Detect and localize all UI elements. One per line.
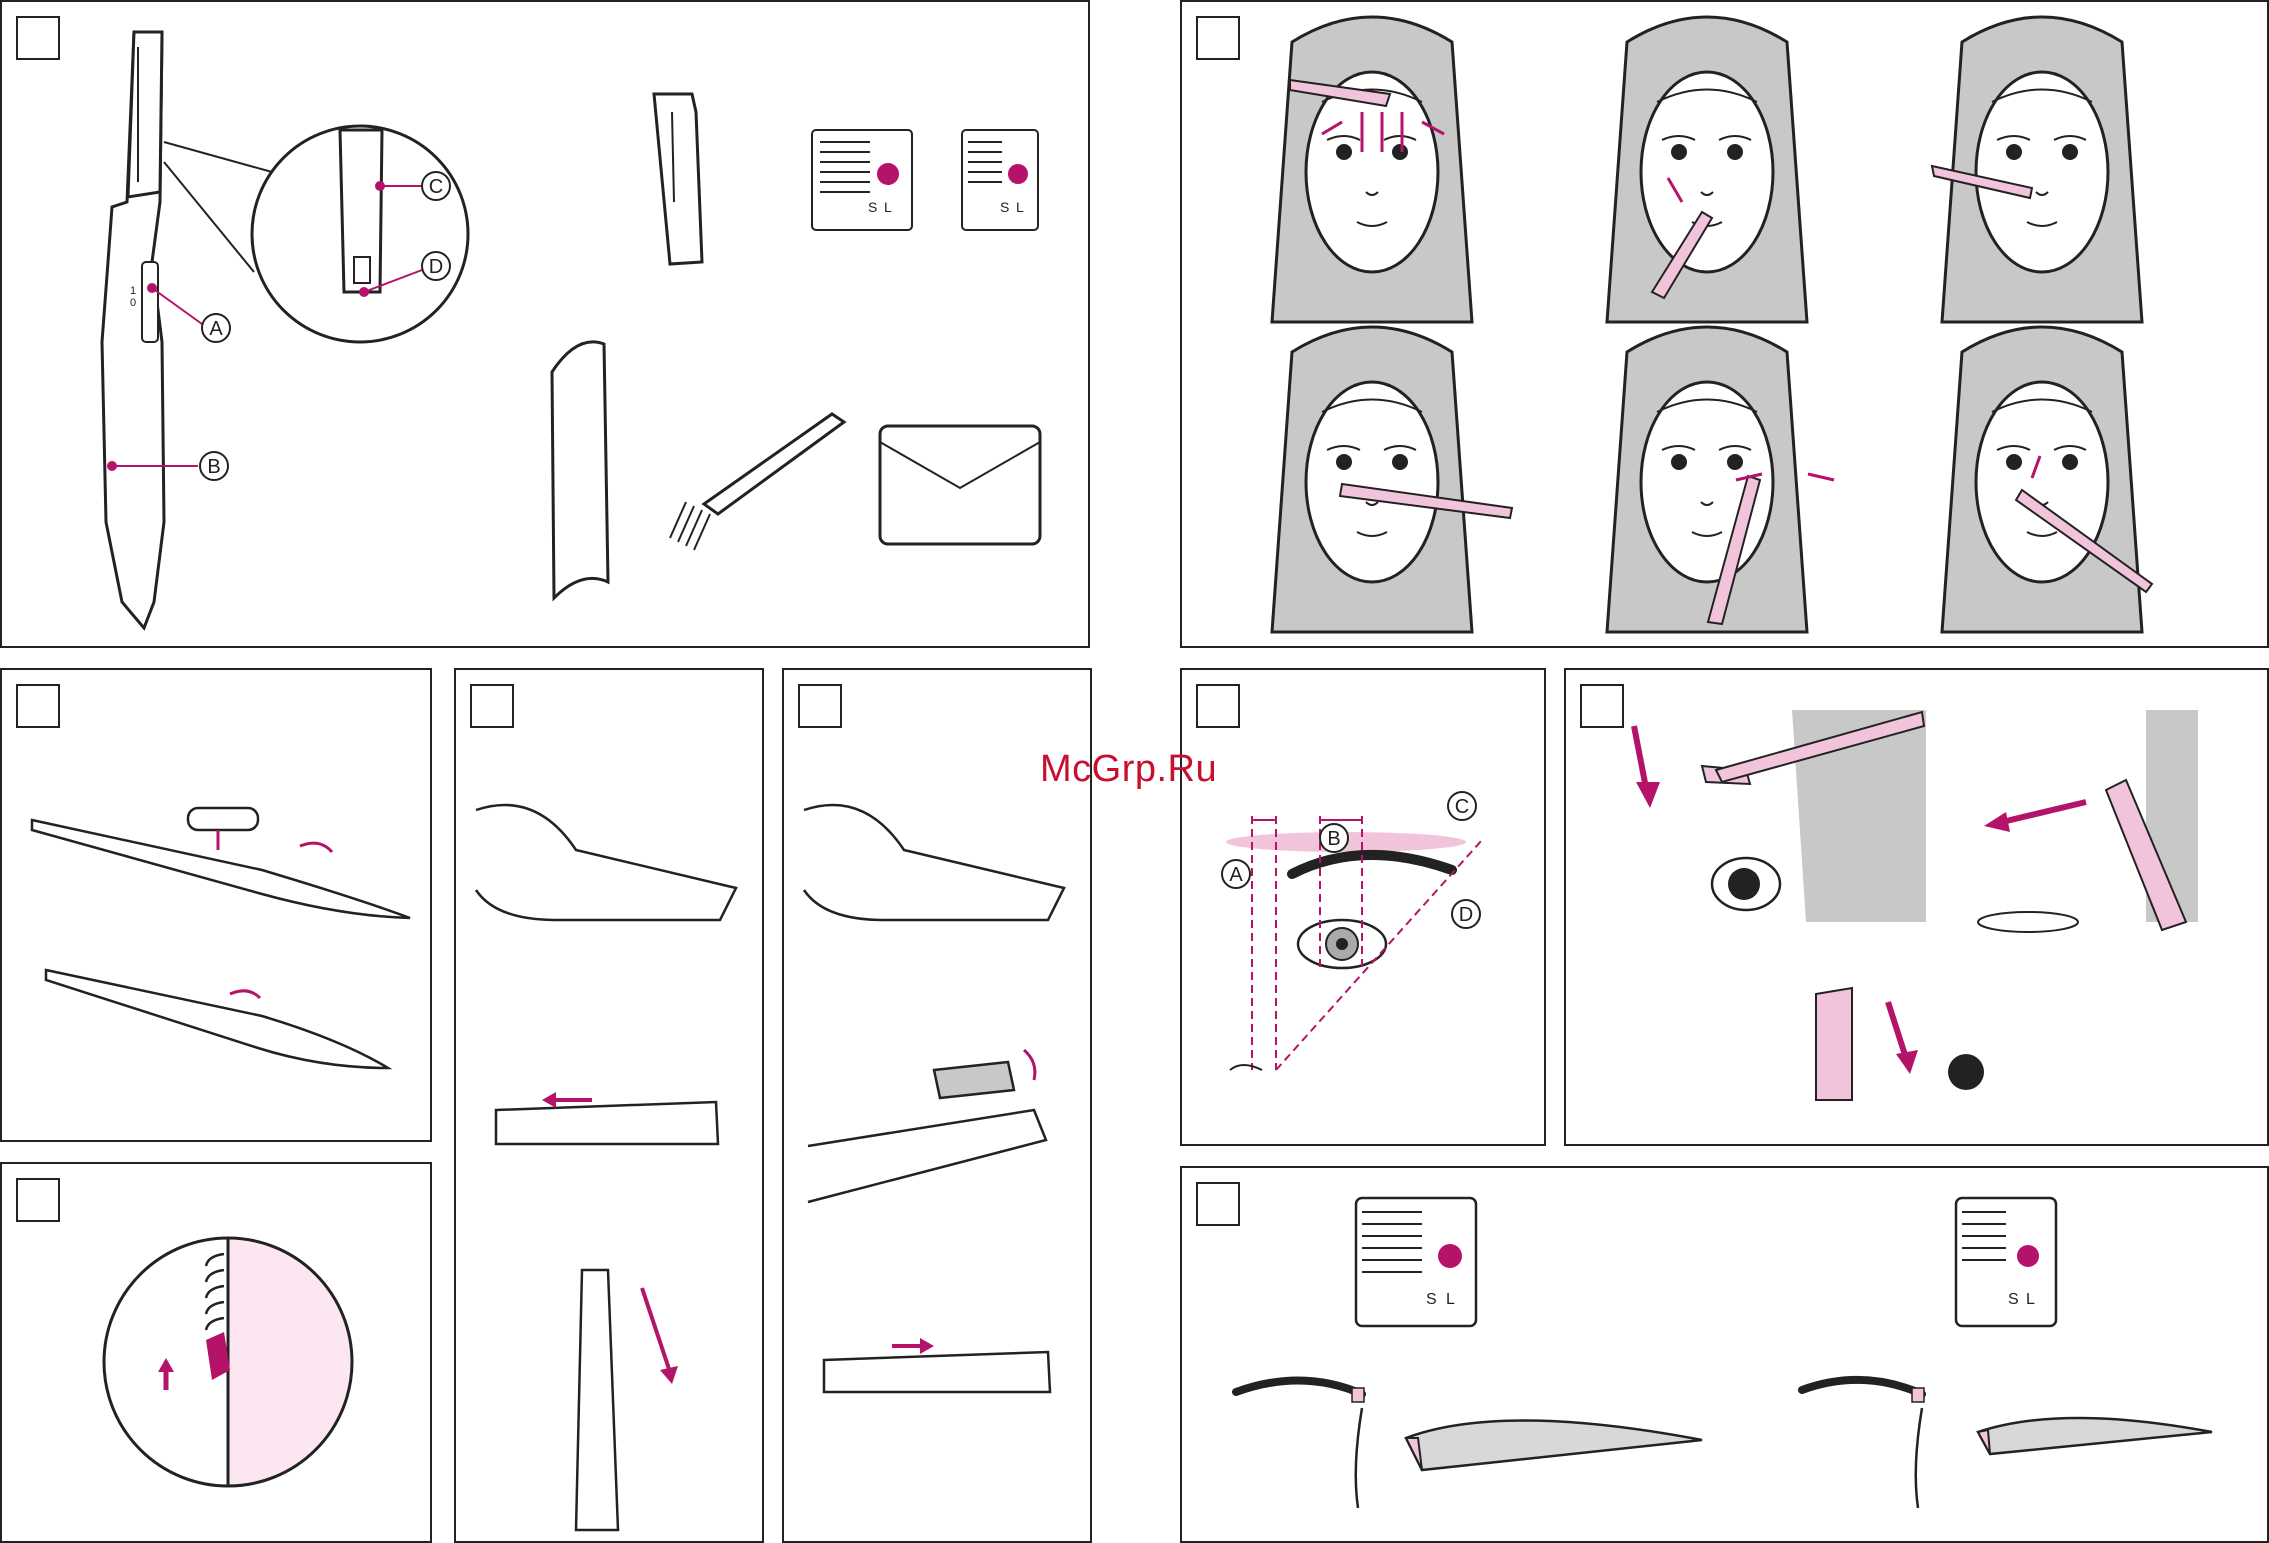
panel-brow-trim — [1564, 668, 2269, 1146]
panel-comb-attachment: S L S L — [1180, 1166, 2269, 1543]
watermark-text: McGrp.Ru — [1040, 748, 1217, 791]
brow-trim-illustration — [1566, 670, 2269, 1146]
card2-mark-l: L — [1016, 199, 1024, 215]
comb-attachment-illustration: S L S L — [1182, 1168, 2269, 1543]
comb-card2-mark-l: L — [2026, 1291, 2035, 1308]
switch-on-mark: 1 — [130, 285, 136, 297]
panel-parts: 1 0 A B C D S L — [0, 0, 1090, 648]
head-attach-illustration — [784, 670, 1092, 1543]
skin-contact-illustration — [2, 1164, 432, 1543]
brow-guide-illustration: A B C D — [1182, 670, 1546, 1146]
face-areas-illustration — [1182, 2, 2269, 648]
comb-card2-mark-s: S — [2008, 1291, 2019, 1308]
panel-face-areas — [1180, 0, 2269, 648]
callout-c: C — [429, 176, 443, 198]
callout-b: B — [207, 456, 220, 478]
brow-callout-c: C — [1455, 796, 1469, 818]
card2-mark-s: S — [1000, 199, 1009, 215]
parts-illustration: 1 0 A B C D S L — [2, 2, 1090, 648]
brow-callout-a: A — [1229, 864, 1243, 886]
head-removal-illustration — [456, 670, 764, 1543]
battery-illustration — [2, 670, 432, 1142]
panel-head-removal — [454, 668, 764, 1543]
card-mark-s: S — [868, 199, 877, 215]
callout-a: A — [209, 318, 223, 340]
switch-off-mark: 0 — [130, 297, 136, 309]
comb-card-mark-l: L — [1446, 1291, 1455, 1308]
panel-skin-contact — [0, 1162, 432, 1543]
brow-callout-d: D — [1459, 904, 1473, 926]
comb-card-mark-s: S — [1426, 1291, 1437, 1308]
panel-head-attach — [782, 668, 1092, 1543]
panel-battery — [0, 668, 432, 1142]
panel-brow-guide: A B C D — [1180, 668, 1546, 1146]
card-mark-l: L — [884, 199, 892, 215]
callout-d: D — [429, 256, 443, 278]
brow-callout-b: B — [1327, 828, 1340, 850]
